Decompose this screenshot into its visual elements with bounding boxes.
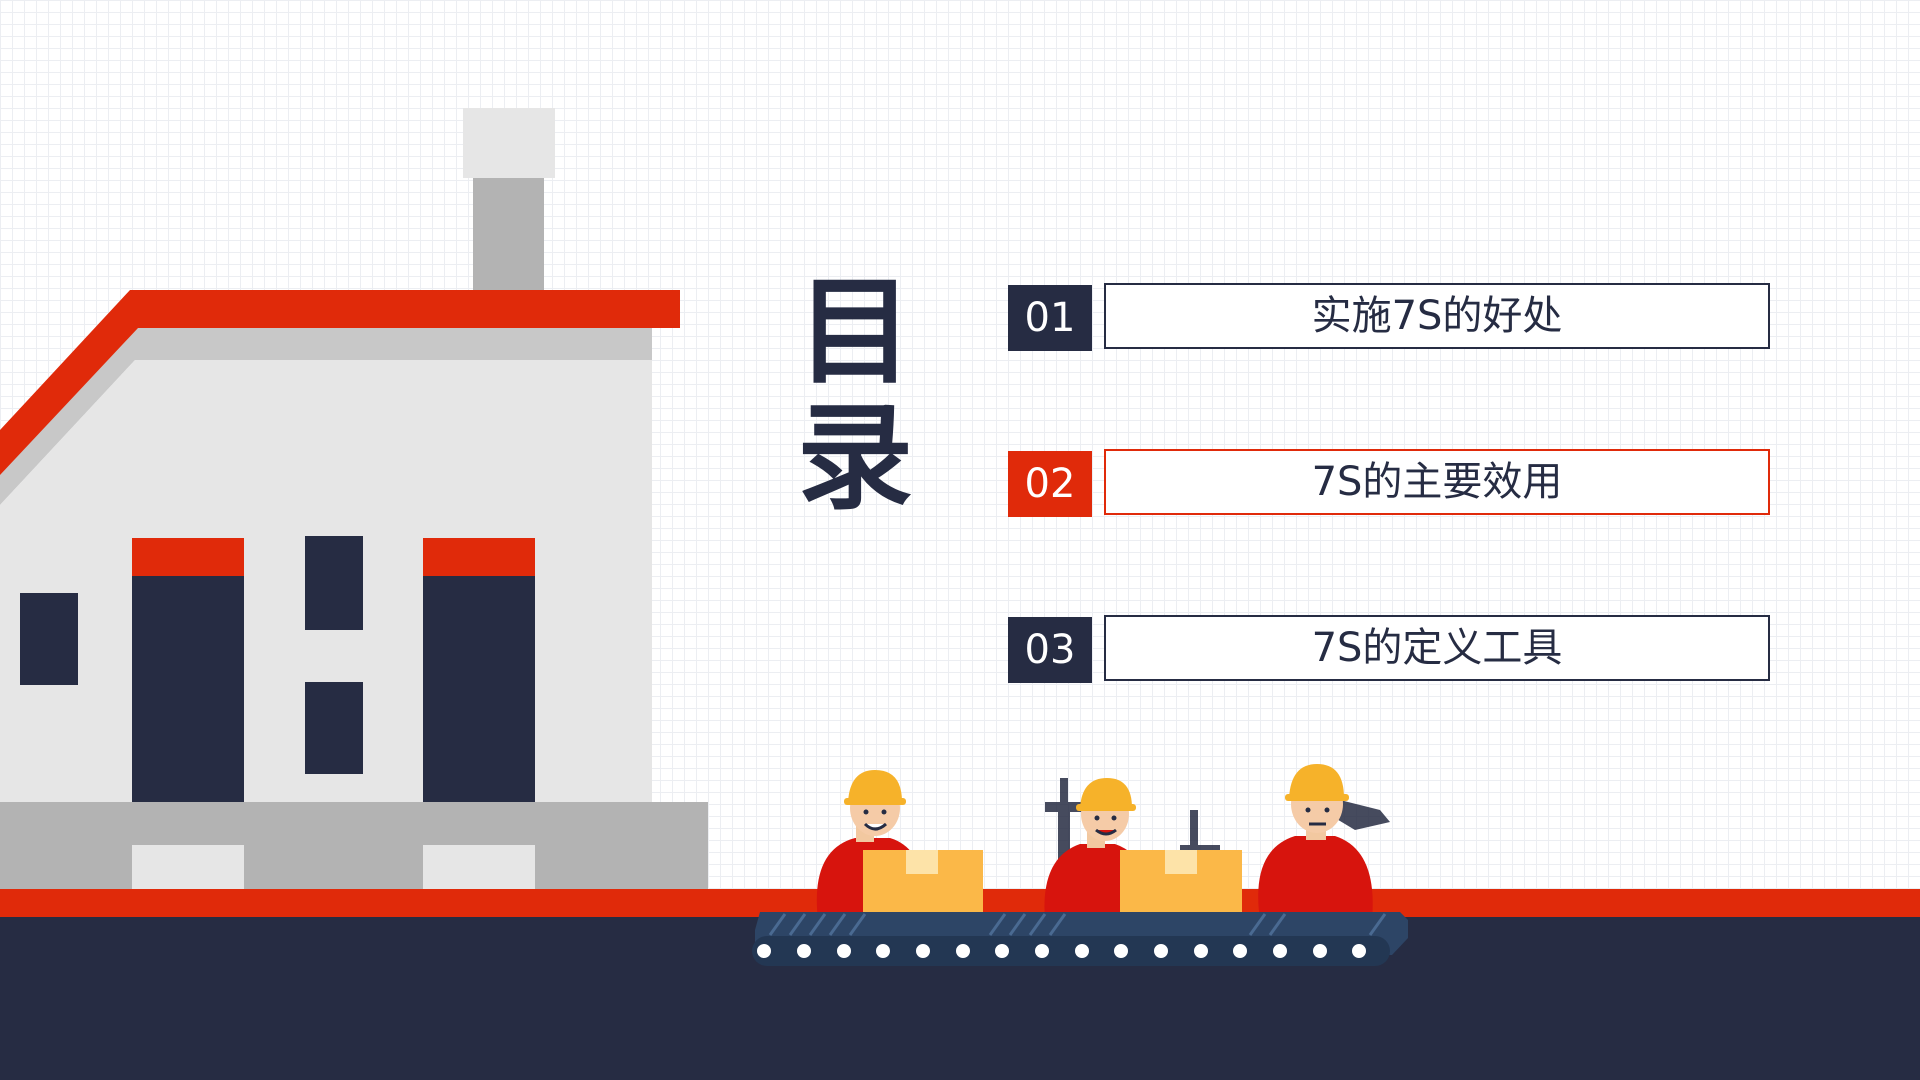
menu-number-badge: 02 <box>1008 451 1092 517</box>
menu-item-02[interactable]: 02 7S的主要效用 <box>1008 449 1772 517</box>
workers-on-conveyor-illustration: ⇈ ♻ ⇈ ♻ <box>752 764 1408 966</box>
menu-item-03[interactable]: 03 7S的定义工具 <box>1008 615 1772 683</box>
menu-item-label: 7S的定义工具 <box>1104 615 1770 681</box>
menu-number-badge: 03 <box>1008 617 1092 683</box>
title-char-2: 录 <box>797 391 913 526</box>
menu-item-label: 实施7S的好处 <box>1104 283 1770 349</box>
menu-number-badge: 01 <box>1008 285 1092 351</box>
factory-building-icon <box>0 108 708 890</box>
page-title: 目 录 <box>795 270 915 522</box>
menu-item-label: 7S的主要效用 <box>1104 449 1770 515</box>
title-char-1: 目 <box>797 265 913 400</box>
menu-item-01[interactable]: 01 实施7S的好处 <box>1008 283 1772 351</box>
